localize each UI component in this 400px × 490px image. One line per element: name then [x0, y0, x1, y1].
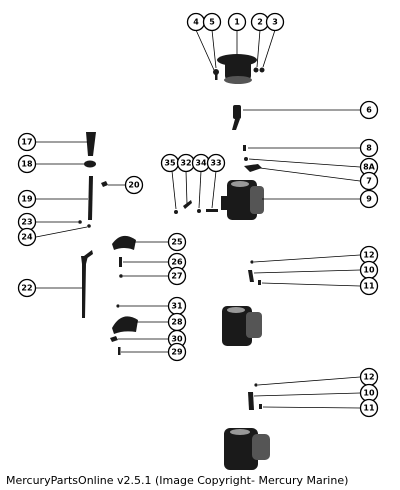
callout-12-b[interactable]: 12 — [359, 367, 379, 387]
svg-text:23: 23 — [21, 218, 32, 227]
svg-text:6: 6 — [366, 106, 372, 115]
callout-19[interactable]: 19 — [17, 189, 37, 209]
screw-part-11-b — [259, 404, 262, 409]
washer-part-8a — [244, 157, 248, 161]
grommet-part-18 — [84, 160, 96, 168]
callout-31[interactable]: 31 — [167, 296, 187, 316]
callout-22[interactable]: 22 — [17, 278, 37, 298]
svg-text:12: 12 — [363, 373, 374, 382]
svg-text:10: 10 — [363, 389, 375, 398]
copyright-text: MercuryPartsOnline v2.5.1 (Image Copyrig… — [6, 474, 349, 487]
callout-17[interactable]: 17 — [17, 132, 37, 152]
svg-text:2: 2 — [257, 18, 263, 27]
callout-29[interactable]: 29 — [167, 342, 187, 362]
carburetor-part-9 — [221, 180, 264, 220]
svg-text:33: 33 — [210, 159, 221, 168]
callout-27[interactable]: 27 — [167, 266, 187, 286]
svg-text:22: 22 — [21, 284, 32, 293]
screw-part-4-5 — [213, 69, 219, 80]
callout-10-a[interactable]: 10 — [359, 260, 379, 280]
leader-lines — [35, 29, 361, 409]
callout-35[interactable]: 35 — [160, 153, 180, 173]
carburetor-body-bottom — [224, 428, 270, 470]
svg-text:4: 4 — [193, 18, 199, 27]
svg-text:17: 17 — [21, 138, 32, 147]
svg-text:19: 19 — [21, 195, 33, 204]
rod-part-17 — [86, 132, 96, 156]
needle-part-30 — [110, 336, 118, 342]
callout-4[interactable]: 4 — [186, 12, 206, 32]
seat-part-29 — [118, 347, 121, 355]
callout-23[interactable]: 23 — [17, 212, 37, 232]
svg-text:26: 26 — [171, 258, 183, 267]
screw-part-31 — [116, 304, 120, 308]
svg-text:18: 18 — [21, 160, 33, 169]
svg-text:31: 31 — [171, 302, 183, 311]
washer-part-27 — [119, 274, 123, 278]
svg-text:3: 3 — [272, 18, 278, 27]
svg-text:12: 12 — [363, 251, 374, 260]
callout-1[interactable]: 1 — [227, 12, 247, 32]
callout-7[interactable]: 7 — [359, 171, 379, 191]
svg-text:27: 27 — [171, 272, 182, 281]
callout-3[interactable]: 3 — [265, 12, 285, 32]
svg-text:20: 20 — [128, 181, 140, 190]
callout-25[interactable]: 25 — [167, 232, 187, 252]
carburetor-body-middle — [222, 306, 262, 346]
svg-text:11: 11 — [363, 282, 375, 291]
lever-part-7 — [244, 164, 262, 172]
washer-part-23-24 — [78, 220, 91, 228]
svg-text:11: 11 — [363, 404, 375, 413]
svg-text:9: 9 — [366, 195, 372, 204]
svg-text:8: 8 — [366, 144, 372, 153]
pin-part-26 — [119, 257, 122, 267]
callout-33[interactable]: 33 — [206, 153, 226, 173]
clip-part-20 — [101, 181, 108, 187]
callout-18[interactable]: 18 — [17, 154, 37, 174]
svg-text:7: 7 — [366, 177, 372, 186]
callout-11-a[interactable]: 11 — [359, 276, 379, 296]
svg-text:28: 28 — [171, 318, 183, 327]
small-parts-32-35 — [174, 200, 218, 214]
link-part-19 — [88, 176, 93, 220]
svg-text:10: 10 — [363, 266, 375, 275]
svg-text:24: 24 — [21, 233, 33, 242]
callout-11-b[interactable]: 11 — [359, 398, 379, 418]
screw-part-11-a — [258, 280, 261, 285]
callout-6[interactable]: 6 — [359, 100, 379, 120]
bracket-part-6 — [232, 105, 241, 130]
callout-30[interactable]: 30 — [167, 329, 187, 349]
svg-text:32: 32 — [180, 159, 191, 168]
screw-part-8 — [243, 145, 246, 151]
callout-9[interactable]: 9 — [359, 189, 379, 209]
lever-part-10-a — [248, 270, 254, 282]
svg-text:34: 34 — [195, 159, 207, 168]
float-part-25 — [112, 235, 136, 250]
screw-part-12-a — [250, 260, 254, 264]
svg-text:29: 29 — [171, 348, 183, 357]
svg-text:30: 30 — [171, 335, 183, 344]
callout-8[interactable]: 8 — [359, 138, 379, 158]
svg-text:8A: 8A — [363, 163, 376, 172]
callout-28[interactable]: 28 — [167, 312, 187, 332]
cap-part — [217, 54, 257, 84]
callout-5[interactable]: 5 — [202, 12, 222, 32]
callout-20[interactable]: 20 — [124, 175, 144, 195]
lever-part-10-b — [248, 392, 254, 410]
screw-part-12-b — [254, 383, 258, 387]
callout-24[interactable]: 24 — [17, 227, 37, 247]
svg-text:35: 35 — [164, 159, 176, 168]
rod-part-22 — [81, 250, 93, 318]
svg-text:1: 1 — [234, 18, 240, 27]
washer-part-2-3 — [253, 67, 265, 73]
svg-text:25: 25 — [171, 238, 183, 247]
float-part-28 — [112, 316, 138, 334]
svg-text:5: 5 — [209, 18, 215, 27]
